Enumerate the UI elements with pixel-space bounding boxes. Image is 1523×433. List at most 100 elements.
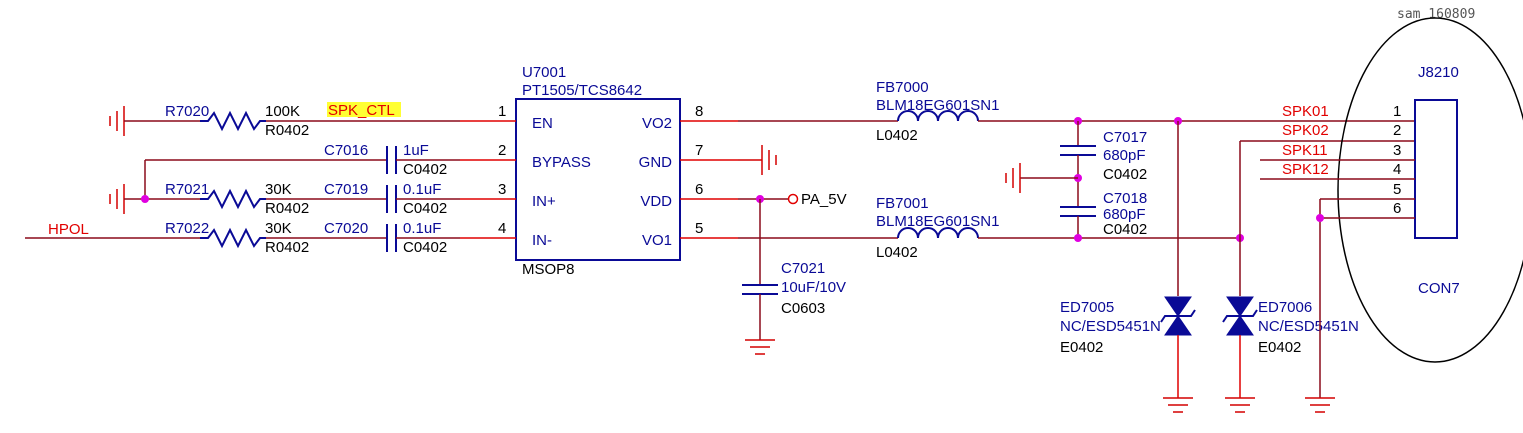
ground-symbol-icon	[109, 106, 125, 136]
capacitor-value: 680pF	[1103, 147, 1146, 164]
revision-stamp: sam 160809	[1397, 7, 1475, 22]
vo1-circuit: FB7001 BLM18EG601SN1 L0402	[738, 195, 1240, 261]
vo2-circuit: FB7000 BLM18EG601SN1 L0402	[738, 79, 1415, 144]
connector-ref: J8210	[1418, 64, 1459, 81]
net-label-spk02: SPK02	[1282, 122, 1329, 139]
capacitor-ref: C7017	[1103, 129, 1147, 146]
ferrite-footprint: L0402	[876, 244, 918, 261]
net-label-pa-5v: PA_5V	[801, 191, 847, 208]
connector-pin-num: 3	[1393, 142, 1401, 159]
ic-pin-name-bypass: BYPASS	[532, 154, 591, 171]
ic-pin-name-vdd: VDD	[640, 193, 672, 210]
ic-pin-name-vo1: VO1	[642, 232, 672, 249]
resistor-footprint: R0402	[265, 122, 309, 139]
capacitor-value: 680pF	[1103, 206, 1146, 223]
power-port-icon	[787, 193, 799, 205]
tvs-diode-icon	[1160, 309, 1196, 323]
capacitor-ref: C7016	[324, 142, 368, 159]
ground-symbol-icon	[1005, 163, 1021, 193]
connector-body	[1414, 99, 1458, 239]
capacitor-footprint: C0402	[403, 239, 447, 256]
ground-symbol-icon	[1163, 397, 1193, 413]
ic-pin-num: 5	[695, 220, 703, 237]
resistor-value: 100K	[265, 103, 300, 120]
ic-pin-num: 8	[695, 103, 703, 120]
connector-pin-num: 2	[1393, 122, 1401, 139]
resistor-ref: R7020	[165, 103, 209, 120]
ferrite-fb7000	[897, 110, 979, 122]
capacitor-footprint: C0603	[781, 300, 825, 317]
ic-body	[515, 98, 681, 261]
capacitor-value: 1uF	[403, 142, 429, 159]
ic-pin-name-in-minus: IN-	[532, 232, 552, 249]
esd-ed7006: ED7006 NC/ESD5451N E0402	[1222, 140, 1415, 413]
ic-pin-num: 7	[695, 142, 703, 159]
resistor-r7020	[200, 110, 266, 132]
capacitor-ref: C7020	[324, 220, 368, 237]
in-minus-circuit: HPOL R7022 30K R0402 C7020 0.1uF C0402	[25, 220, 460, 256]
resistor-value: 30K	[265, 220, 292, 237]
ic-pin-name-en: EN	[532, 115, 553, 132]
ic-pin-name-gnd: GND	[639, 154, 673, 171]
ic-pin-name-in-plus: IN+	[532, 193, 556, 210]
highlight-ellipse	[1337, 17, 1523, 363]
net-label-spk11: SPK11	[1282, 142, 1328, 159]
resistor-ref: R7021	[165, 181, 209, 198]
ground-symbol-icon	[745, 339, 775, 355]
capacitor-footprint: C0402	[1103, 166, 1147, 183]
in-plus-circuit: R7021 30K R0402 C7019 0.1uF C0402	[109, 181, 460, 217]
ferrite-fb7001	[897, 227, 979, 239]
esd-ed7005: ED7005 NC/ESD5451N E0402	[1060, 117, 1196, 413]
resistor-ref: R7022	[165, 220, 209, 237]
esd-ref: ED7005	[1060, 299, 1114, 316]
connector-j8210: J8210 CON7 SPK01 SPK02 SPK11 SPK12 1 2 3…	[1260, 17, 1523, 413]
esd-footprint: E0402	[1060, 339, 1103, 356]
resistor-footprint: R0402	[265, 200, 309, 217]
ground-symbol-icon	[738, 145, 777, 175]
resistor-footprint: R0402	[265, 239, 309, 256]
ground-symbol-icon	[1305, 397, 1335, 413]
vdd-circuit: PA_5V C7021 10uF/10V C0603	[738, 191, 847, 355]
capacitor-footprint: C0402	[1103, 221, 1147, 238]
bypass-circuit: C7016 1uF C0402	[144, 142, 460, 199]
net-label-spk01: SPK01	[1282, 103, 1329, 120]
en-circuit: R7020 100K R0402 SPK_CTL	[109, 102, 460, 139]
ic-pin-num: 6	[695, 181, 703, 198]
net-label-spk-ctl: SPK_CTL	[328, 102, 395, 119]
amplifier-ic-u7001: U7001 PT1505/TCS8642 MSOP8 EN BYPASS IN+…	[460, 64, 738, 278]
esd-ref: ED7006	[1258, 299, 1312, 316]
connector-pin-num: 4	[1393, 161, 1401, 178]
capacitor-ref: C7019	[324, 181, 368, 198]
esd-part: NC/ESD5451N	[1258, 318, 1359, 335]
ferrite-part: BLM18EG601SN1	[876, 97, 999, 114]
ic-pin-num: 1	[498, 103, 506, 120]
ic-part: PT1505/TCS8642	[522, 82, 642, 99]
capacitor-ref: C7018	[1103, 190, 1147, 207]
output-filter-caps: C7017 680pF C0402 C7018 680pF C0402	[1005, 117, 1147, 242]
junction-dot	[141, 195, 149, 203]
capacitor-value: 0.1uF	[403, 220, 441, 237]
ic-pin-num: 4	[498, 220, 506, 237]
ic-ref: U7001	[522, 64, 566, 81]
ground-symbol-icon	[1225, 397, 1255, 413]
ic-pin-num: 2	[498, 142, 506, 159]
connector-pin-num: 1	[1393, 103, 1401, 120]
ic-pin-num: 3	[498, 181, 506, 198]
net-label-hpol: HPOL	[48, 221, 89, 238]
connector-pin-num: 5	[1393, 181, 1401, 198]
capacitor-footprint: C0402	[403, 161, 447, 178]
capacitor-value: 0.1uF	[403, 181, 441, 198]
ferrite-footprint: L0402	[876, 127, 918, 144]
ferrite-ref: FB7001	[876, 195, 929, 212]
capacitor-ref: C7021	[781, 260, 825, 277]
esd-part: NC/ESD5451N	[1060, 318, 1161, 335]
resistor-value: 30K	[265, 181, 292, 198]
tvs-diode-icon	[1222, 309, 1258, 323]
ferrite-ref: FB7000	[876, 79, 929, 96]
connector-part: CON7	[1418, 280, 1460, 297]
capacitor-footprint: C0402	[403, 200, 447, 217]
ferrite-part: BLM18EG601SN1	[876, 213, 999, 230]
ic-pin-name-vo2: VO2	[642, 115, 672, 132]
net-label-highlight	[327, 102, 401, 117]
